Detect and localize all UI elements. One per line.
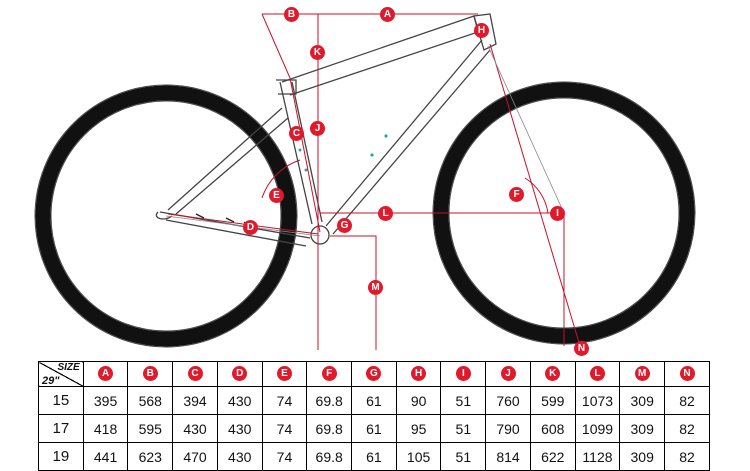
table-cell: 395 xyxy=(82,386,129,415)
column-header-k: K xyxy=(529,361,576,387)
wheel-size-label: 29" xyxy=(42,375,60,387)
table-cell: 61 xyxy=(351,442,397,471)
table-cell: 599 xyxy=(529,386,576,415)
label-badge-b: B xyxy=(284,6,299,24)
table-row-size-19: 19 441 623 470 430 74 69.8 61 105 51 814… xyxy=(38,442,710,471)
column-header-j: J xyxy=(485,361,531,387)
table-cell: 105 xyxy=(395,442,442,471)
table-cell: 82 xyxy=(664,386,710,415)
table-cell: 51 xyxy=(440,386,487,415)
construction-lines xyxy=(165,45,565,237)
column-header-i: I xyxy=(440,361,487,387)
column-header-l: L xyxy=(574,361,621,387)
table-cell: 95 xyxy=(395,414,442,443)
table-cell: 568 xyxy=(127,386,174,415)
table-cell: 622 xyxy=(529,442,576,471)
row-size-cell: 15 xyxy=(38,386,84,415)
column-header-d: D xyxy=(216,361,263,387)
table-cell: 418 xyxy=(82,414,129,443)
bike-geometry-diagram xyxy=(34,13,696,350)
size-label: SIZE xyxy=(57,362,80,374)
label-badge-g: G xyxy=(337,217,352,235)
table-cell: 309 xyxy=(619,442,666,471)
rear-wheel xyxy=(34,84,298,348)
table-cell: 430 xyxy=(172,414,218,443)
column-header-e: E xyxy=(261,361,308,387)
row-size-cell: 19 xyxy=(38,442,84,471)
table-cell: 623 xyxy=(127,442,174,471)
table-cell: 1128 xyxy=(574,442,621,471)
label-badge-k: K xyxy=(310,44,325,62)
label-badge-l: L xyxy=(378,205,393,223)
column-header-m: M xyxy=(619,361,666,387)
label-badge-e: E xyxy=(269,187,284,205)
table-cell: 69.8 xyxy=(306,414,353,443)
table-row-size-17: 17 418 595 430 430 74 69.8 61 95 51 790 … xyxy=(38,414,710,443)
table-cell: 441 xyxy=(82,442,129,471)
table-cell: 595 xyxy=(127,414,174,443)
table-cell: 90 xyxy=(395,386,442,415)
table-cell: 51 xyxy=(440,414,487,443)
label-badge-n: N xyxy=(574,340,589,358)
table-row-size-15: 15 395 568 394 430 74 69.8 61 90 51 760 … xyxy=(38,386,710,415)
label-badge-m: M xyxy=(368,279,383,297)
label-badge-a: A xyxy=(380,6,395,24)
table-cell: 74 xyxy=(261,386,308,415)
frame-accents xyxy=(298,134,388,172)
table-cell: 69.8 xyxy=(306,386,353,415)
table-cell: 760 xyxy=(485,386,531,415)
label-badge-f: F xyxy=(509,186,524,204)
dimension-lines xyxy=(167,13,581,350)
row-size-cell: 17 xyxy=(38,414,84,443)
table-cell: 82 xyxy=(664,442,710,471)
table-cell: 394 xyxy=(172,386,218,415)
table-cell: 470 xyxy=(172,442,218,471)
label-badge-d: D xyxy=(243,219,258,237)
label-badge-c: C xyxy=(289,125,304,143)
column-header-n: N xyxy=(664,361,710,387)
table-cell: 608 xyxy=(529,414,576,443)
size-corner-cell: SIZE 29" xyxy=(38,361,84,387)
table-cell: 430 xyxy=(216,386,263,415)
table-cell: 1099 xyxy=(574,414,621,443)
table-cell: 430 xyxy=(216,442,263,471)
column-header-a: A xyxy=(82,361,129,387)
table-cell: 814 xyxy=(485,442,531,471)
table-cell: 61 xyxy=(351,414,397,443)
column-header-h: H xyxy=(395,361,442,387)
table-cell: 69.8 xyxy=(306,442,353,471)
label-badge-h: H xyxy=(474,22,489,40)
column-header-b: B xyxy=(127,361,174,387)
table-cell: 74 xyxy=(261,442,308,471)
table-cell: 82 xyxy=(664,414,710,443)
column-header-g: G xyxy=(351,361,397,387)
table-cell: 61 xyxy=(351,386,397,415)
table-cell: 74 xyxy=(261,414,308,443)
table-header-row: SIZE 29" A B C D E F G H I J K L M N xyxy=(38,361,710,387)
table-cell: 51 xyxy=(440,442,487,471)
column-header-f: F xyxy=(306,361,353,387)
column-header-c: C xyxy=(172,361,218,387)
table-cell: 430 xyxy=(216,414,263,443)
label-badge-i: I xyxy=(550,205,565,223)
geometry-table: SIZE 29" A B C D E F G H I J K L M N 15 … xyxy=(38,361,710,471)
table-cell: 1073 xyxy=(574,386,621,415)
table-cell: 309 xyxy=(619,386,666,415)
table-cell: 309 xyxy=(619,414,666,443)
table-cell: 790 xyxy=(485,414,531,443)
label-badge-j: J xyxy=(310,120,325,138)
